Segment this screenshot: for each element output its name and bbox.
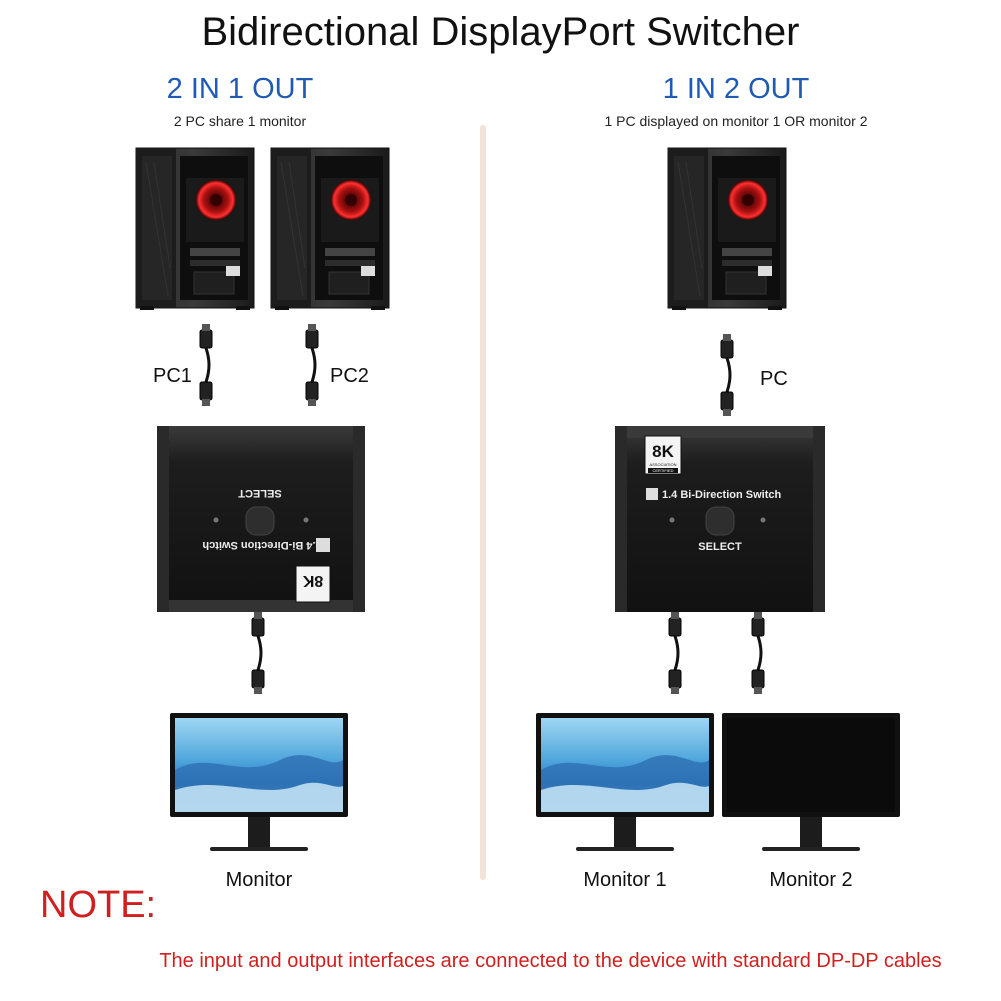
right-pc-cable bbox=[719, 332, 735, 418]
left-8k-badge-icon bbox=[295, 565, 331, 603]
monitor1-cable bbox=[667, 610, 683, 696]
note-heading: NOTE: bbox=[40, 884, 157, 926]
right-8k-badge-icon bbox=[644, 435, 682, 475]
left-mode-heading: 2 IN 1 OUT bbox=[166, 73, 314, 105]
right-subtitle: 1 PC displayed on monitor 1 OR monitor 2 bbox=[604, 113, 868, 129]
page-title: Bidirectional DisplayPort Switcher bbox=[201, 10, 800, 54]
note-text: The input and output interfaces are conn… bbox=[159, 950, 942, 972]
monitor1-image bbox=[536, 713, 714, 851]
monitor1-label: Monitor 1 bbox=[583, 869, 667, 891]
right-mode-heading: 1 IN 2 OUT bbox=[662, 73, 810, 105]
right-dp-logo-icon bbox=[646, 488, 658, 500]
left-monitor-cable bbox=[250, 610, 266, 696]
left-8k-badge-label: 8K bbox=[302, 572, 323, 589]
right-8k-badge-label: 8K bbox=[652, 442, 674, 461]
right-pc-label: PC bbox=[760, 368, 788, 390]
left-switch-model-label: 1.4 Bi-Direction Switch bbox=[202, 539, 321, 551]
left-monitor-label: Monitor bbox=[225, 869, 293, 891]
right-switch-model-label: 1.4 Bi-Direction Switch bbox=[662, 489, 781, 501]
monitor2-cable bbox=[750, 610, 766, 696]
pc1-label: PC1 bbox=[153, 365, 192, 387]
center-divider bbox=[480, 125, 486, 880]
right-pc-tower-image bbox=[667, 147, 787, 311]
left-dp-logo-icon bbox=[316, 538, 330, 552]
left-switch-select-label: SELECT bbox=[238, 487, 282, 499]
right-switch-device: 8K ASSOCIATION CERTIFIED 1.4 Bi-Directio… bbox=[615, 426, 825, 612]
right-8k-badge-cert: CERTIFIED bbox=[652, 468, 673, 473]
right-switch-select-label: SELECT bbox=[698, 541, 742, 553]
pc1-tower-image bbox=[135, 147, 255, 311]
monitor2-label: Monitor 2 bbox=[769, 869, 853, 891]
pc2-tower-image bbox=[270, 147, 390, 311]
monitor2-image bbox=[722, 713, 900, 851]
pc2-label: PC2 bbox=[330, 365, 369, 387]
left-switch-device: SELECT 1.4 Bi-Direction Switch 8K bbox=[157, 426, 365, 612]
left-subtitle: 2 PC share 1 monitor bbox=[173, 113, 307, 129]
pc2-cable bbox=[304, 322, 320, 408]
pc1-cable bbox=[198, 322, 214, 408]
right-8k-badge-small: ASSOCIATION bbox=[649, 462, 676, 467]
left-monitor-image bbox=[170, 713, 348, 851]
